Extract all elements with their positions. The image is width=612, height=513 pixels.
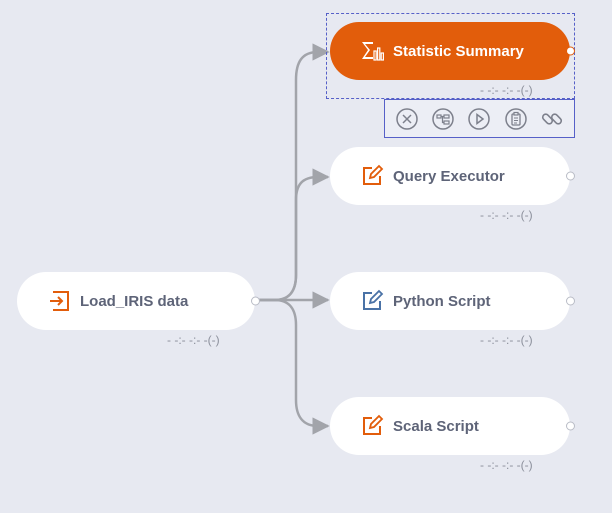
node-label: Statistic Summary [393, 42, 524, 60]
edge-to-scala-script[interactable] [258, 298, 330, 435]
output-port[interactable] [251, 296, 260, 306]
node-label: Query Executor [393, 167, 505, 185]
run-icon[interactable] [466, 106, 492, 132]
node-scala-script[interactable]: Scala Script [330, 397, 575, 455]
node-status: - -:- -:- -(-) [480, 208, 533, 222]
edit-icon [360, 164, 384, 188]
node-load-iris-data[interactable]: Load_IRIS data [17, 272, 260, 330]
node-label: Python Script [393, 292, 491, 310]
clipboard-icon[interactable] [503, 106, 529, 132]
import-arrow-icon [47, 289, 71, 313]
edge-to-query-executor[interactable] [258, 168, 330, 302]
subflow-icon[interactable] [430, 106, 456, 132]
node-query-executor[interactable]: Query Executor [330, 147, 575, 205]
node-action-toolbar [384, 99, 575, 138]
node-status: - -:- -:- -(-) [480, 83, 533, 97]
node-label: Scala Script [393, 417, 479, 435]
selection-box [326, 13, 575, 99]
edit-icon [360, 414, 384, 438]
link-icon[interactable] [539, 106, 565, 132]
node-python-script[interactable]: Python Script [330, 272, 575, 330]
node-statistic-summary[interactable]: Statistic Summary [330, 22, 575, 80]
output-port[interactable] [566, 421, 575, 431]
sigma-chart-icon [360, 39, 384, 63]
edit-icon [360, 289, 384, 313]
node-label: Load_IRIS data [80, 292, 189, 310]
node-status: - -:- -:- -(-) [480, 333, 533, 347]
output-port[interactable] [566, 296, 575, 306]
node-status: - -:- -:- -(-) [167, 333, 220, 347]
delete-icon[interactable] [394, 106, 420, 132]
output-port[interactable] [566, 171, 575, 181]
node-status: - -:- -:- -(-) [480, 458, 533, 472]
output-port[interactable] [566, 46, 575, 56]
